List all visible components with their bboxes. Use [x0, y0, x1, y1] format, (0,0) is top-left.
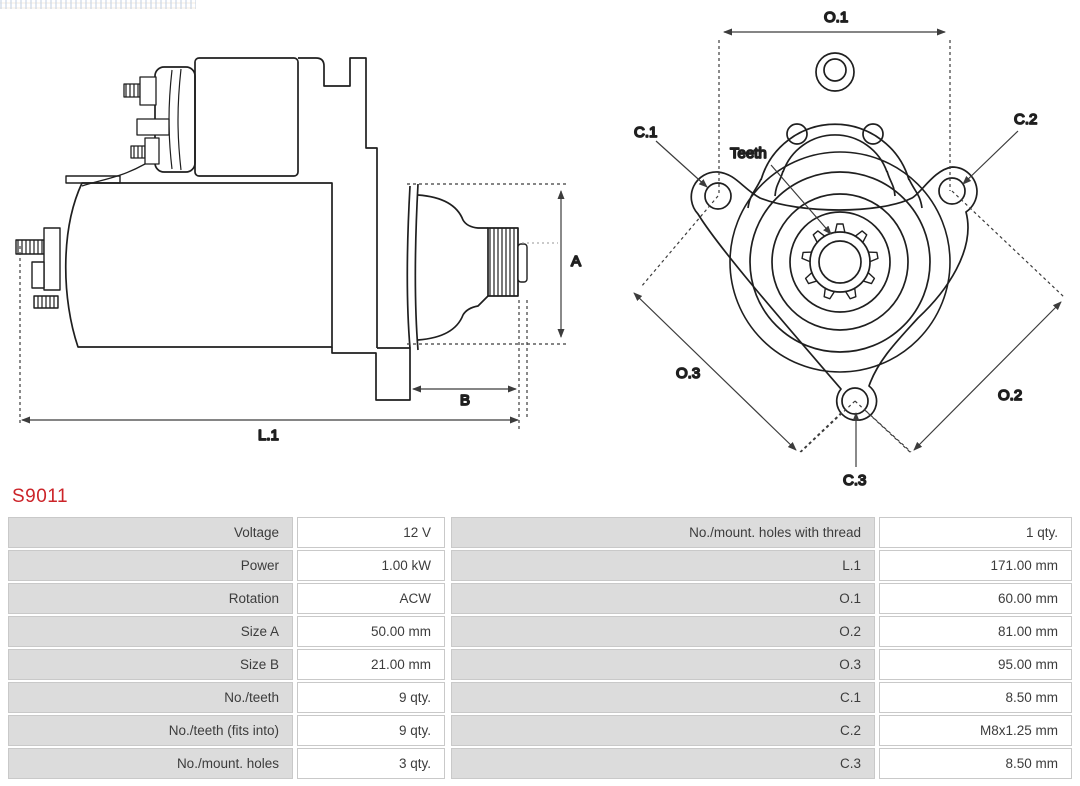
side-view-drawing: A B L.1: [15, 57, 582, 445]
mounting-bracket: [298, 57, 411, 401]
dim-label-c3: C.3: [843, 472, 866, 489]
dim-label-b: B: [460, 392, 470, 409]
spec-value-cell: 9 qty.: [297, 715, 445, 746]
mounting-hole-c2: [938, 177, 966, 205]
spec-value-cell: M8x1.25 mm: [879, 715, 1072, 746]
spec-value-cell: ACW: [297, 583, 445, 614]
terminal-wire: [81, 163, 146, 187]
spec-label-cell: C.3: [451, 748, 875, 779]
motor-body: [64, 175, 333, 348]
arch-right-hole: [862, 123, 884, 145]
spec-value-cell: 12 V: [297, 517, 445, 548]
dimension-o1: [718, 28, 951, 196]
mounting-hole-c1: [704, 182, 732, 210]
table-row: No./teeth 9 qty. C.1 8.50 mm: [8, 682, 1072, 713]
watermark-artifact: [0, 0, 196, 9]
drive-gear: [801, 223, 879, 300]
dim-label-o3: O.3: [676, 365, 700, 382]
spec-value-cell: 8.50 mm: [879, 682, 1072, 713]
spec-label-cell: C.2: [451, 715, 875, 746]
front-view-drawing: O.1 O.3 O.2 C.1: [633, 8, 1065, 490]
callout-teeth: [770, 164, 832, 235]
spec-label-cell: Voltage: [8, 517, 293, 548]
spec-label-cell: Rotation: [8, 583, 293, 614]
spec-label-cell: No./teeth (fits into): [8, 715, 293, 746]
dimension-b: [412, 300, 528, 432]
arch-left-hole: [786, 123, 808, 145]
spec-label-cell: No./mount. holes with thread: [451, 517, 875, 548]
callout-c1: [655, 140, 708, 188]
dim-label-teeth: Teeth: [730, 145, 767, 162]
dimension-o2: [865, 190, 1065, 453]
dim-label-c1: C.1: [634, 124, 657, 141]
spec-value-cell: 60.00 mm: [879, 583, 1072, 614]
part-number: S9011: [12, 486, 69, 507]
spec-label-cell: Size B: [8, 649, 293, 680]
spec-value-cell: 81.00 mm: [879, 616, 1072, 647]
spec-label-cell: Size A: [8, 616, 293, 647]
table-row: Power 1.00 kW L.1 171.00 mm: [8, 550, 1072, 581]
pinion-gear: [487, 227, 519, 297]
spec-value-cell: 1 qty.: [879, 517, 1072, 548]
spec-label-cell: No./mount. holes: [8, 748, 293, 779]
dimension-o3: [633, 195, 844, 453]
spec-label-cell: O.1: [451, 583, 875, 614]
spec-label-cell: O.3: [451, 649, 875, 680]
callout-c3: [800, 400, 912, 467]
spec-value-cell: 9 qty.: [297, 682, 445, 713]
dimension-a: [407, 183, 567, 345]
spec-label-cell: No./teeth: [8, 682, 293, 713]
spec-label-cell: O.2: [451, 616, 875, 647]
spec-value-cell: 1.00 kW: [297, 550, 445, 581]
solenoid: [81, 57, 299, 187]
spec-value-cell: 95.00 mm: [879, 649, 1072, 680]
dim-label-c2: C.2: [1014, 111, 1037, 128]
table-row: No./teeth (fits into) 9 qty. C.2 M8x1.25…: [8, 715, 1072, 746]
spec-label-cell: Power: [8, 550, 293, 581]
table-row: Size B 21.00 mm O.3 95.00 mm: [8, 649, 1072, 680]
center-boss: [729, 151, 951, 373]
spec-value-cell: 21.00 mm: [297, 649, 445, 680]
dim-label-o1: O.1: [824, 9, 848, 26]
dim-label-o2: O.2: [998, 387, 1022, 404]
table-row: Voltage 12 V No./mount. holes with threa…: [8, 517, 1072, 548]
table-row: Size A 50.00 mm O.2 81.00 mm: [8, 616, 1072, 647]
table-row: Rotation ACW O.1 60.00 mm: [8, 583, 1072, 614]
technical-drawing: A B L.1: [15, 8, 1065, 490]
spec-label-cell: L.1: [451, 550, 875, 581]
spec-value-cell: 8.50 mm: [879, 748, 1072, 779]
arch-top-hole: [823, 58, 847, 82]
upper-arch: [747, 52, 923, 209]
dim-label-l1: L.1: [258, 427, 279, 444]
spec-table: Voltage 12 V No./mount. holes with threa…: [8, 517, 1072, 781]
spec-value-cell: 3 qty.: [297, 748, 445, 779]
dimension-l1: [19, 246, 519, 426]
spec-value-cell: 171.00 mm: [879, 550, 1072, 581]
spec-label-cell: C.1: [451, 682, 875, 713]
spec-value-cell: 50.00 mm: [297, 616, 445, 647]
callout-c2: [962, 130, 1019, 185]
dim-label-a: A: [571, 253, 581, 270]
rear-terminal-studs: [15, 227, 61, 309]
table-row: No./mount. holes 3 qty. C.3 8.50 mm: [8, 748, 1072, 779]
drive-end-housing: [406, 183, 528, 351]
